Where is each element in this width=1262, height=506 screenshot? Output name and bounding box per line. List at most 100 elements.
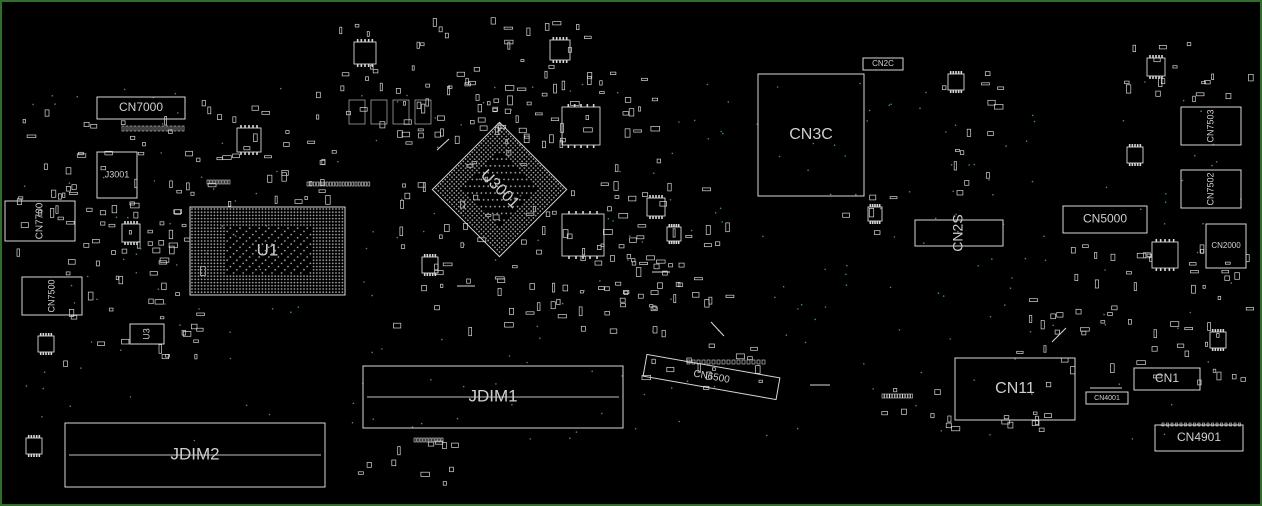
bga-ball — [546, 176, 548, 179]
smd-pad — [1201, 81, 1206, 85]
ic-pin — [35, 435, 38, 438]
bga-ball — [280, 217, 283, 220]
bga-ball — [537, 162, 539, 165]
smd-pad — [1136, 252, 1147, 259]
bga-ball — [507, 178, 510, 181]
bga-ball — [194, 265, 197, 268]
smd-pad — [1040, 320, 1045, 330]
via — [973, 163, 976, 166]
bga-ball — [232, 211, 235, 214]
via — [634, 428, 637, 430]
via — [824, 306, 827, 308]
ic-pin — [124, 221, 126, 224]
via — [430, 379, 432, 381]
bga-ball — [505, 230, 508, 233]
pad-row — [741, 359, 746, 365]
smd-pad — [1050, 313, 1056, 320]
bga-ball — [489, 228, 492, 231]
bga-ball — [328, 284, 331, 287]
smd-pad — [1224, 261, 1231, 265]
bga-ball — [255, 278, 257, 281]
smd-pad — [893, 388, 898, 393]
smd-pad — [1007, 421, 1014, 429]
smd-pad — [635, 267, 642, 277]
bga-ball — [264, 288, 267, 290]
bga-ball — [223, 233, 225, 236]
bga-ball — [239, 236, 241, 239]
smd-pad — [712, 367, 716, 371]
bga-ball — [315, 291, 318, 294]
component-label-cn11: CN11 — [995, 380, 1035, 397]
bga-ball — [267, 288, 270, 290]
bga-ball — [328, 230, 331, 233]
bga-ball — [457, 169, 460, 172]
via — [508, 355, 511, 357]
bga-ball — [451, 189, 453, 192]
smd-pad — [842, 212, 850, 218]
component-label-cn3c: CN3C — [789, 126, 833, 143]
smd-pad — [874, 230, 881, 235]
bga-ball — [312, 268, 315, 271]
bga-ball — [514, 212, 517, 215]
bga-ball — [258, 256, 261, 258]
smd-pad — [984, 71, 991, 76]
bga-ball — [325, 220, 328, 223]
bga-ball — [283, 220, 286, 223]
smd-pad — [1124, 80, 1130, 85]
bga-ball — [528, 198, 530, 201]
bga-ball — [525, 178, 528, 181]
bga-ball — [532, 212, 535, 215]
bga-ball — [514, 158, 517, 160]
bga-ball — [264, 224, 267, 226]
via — [160, 152, 162, 154]
smd-pad — [1192, 95, 1196, 103]
smd-pad — [622, 290, 630, 295]
smd-pad — [653, 263, 660, 270]
bga-ball — [216, 278, 219, 281]
smd-pad — [981, 82, 990, 86]
via — [460, 124, 463, 126]
bga-ball — [191, 262, 193, 265]
smd-pad — [550, 301, 556, 310]
bga-balls — [435, 124, 564, 253]
ic-pin — [244, 152, 246, 155]
via — [212, 188, 215, 190]
bga-ball — [446, 189, 449, 192]
bga-ball — [487, 212, 490, 215]
bga-ball — [485, 146, 487, 149]
bga-ball — [223, 291, 225, 294]
bga-ball — [242, 262, 245, 265]
bga-ball — [203, 227, 206, 230]
bga-ball — [264, 230, 267, 233]
via — [365, 247, 368, 250]
bga-ball — [469, 167, 471, 170]
bga-ball — [258, 284, 261, 287]
smd-pad — [517, 87, 527, 91]
bga-ball — [229, 217, 232, 220]
bga-ball — [239, 291, 241, 294]
bga-ball — [261, 208, 264, 210]
ic-package — [353, 41, 377, 65]
bga-ball — [203, 211, 206, 214]
ic-pin — [596, 256, 598, 259]
smd-pad — [708, 343, 715, 348]
bga-ball — [331, 214, 334, 217]
bga-ball — [203, 256, 206, 258]
bga-ball — [509, 153, 512, 156]
bga-ball — [482, 140, 485, 142]
bga-ball — [473, 162, 476, 165]
bga-ball — [290, 262, 293, 265]
bga-ball — [496, 198, 499, 201]
smd-pad — [869, 194, 877, 201]
pad-row — [416, 437, 420, 443]
bga-ball — [210, 272, 213, 274]
bga-ball — [322, 262, 325, 265]
bga-ball — [460, 212, 462, 215]
bga-ball — [537, 212, 539, 215]
via — [1170, 403, 1173, 406]
smd-pad — [354, 23, 360, 28]
smd-pad — [507, 95, 513, 106]
smd-pad — [261, 111, 270, 115]
component-cn2000: CN2000 — [1205, 223, 1247, 269]
bga-ball — [448, 192, 451, 194]
